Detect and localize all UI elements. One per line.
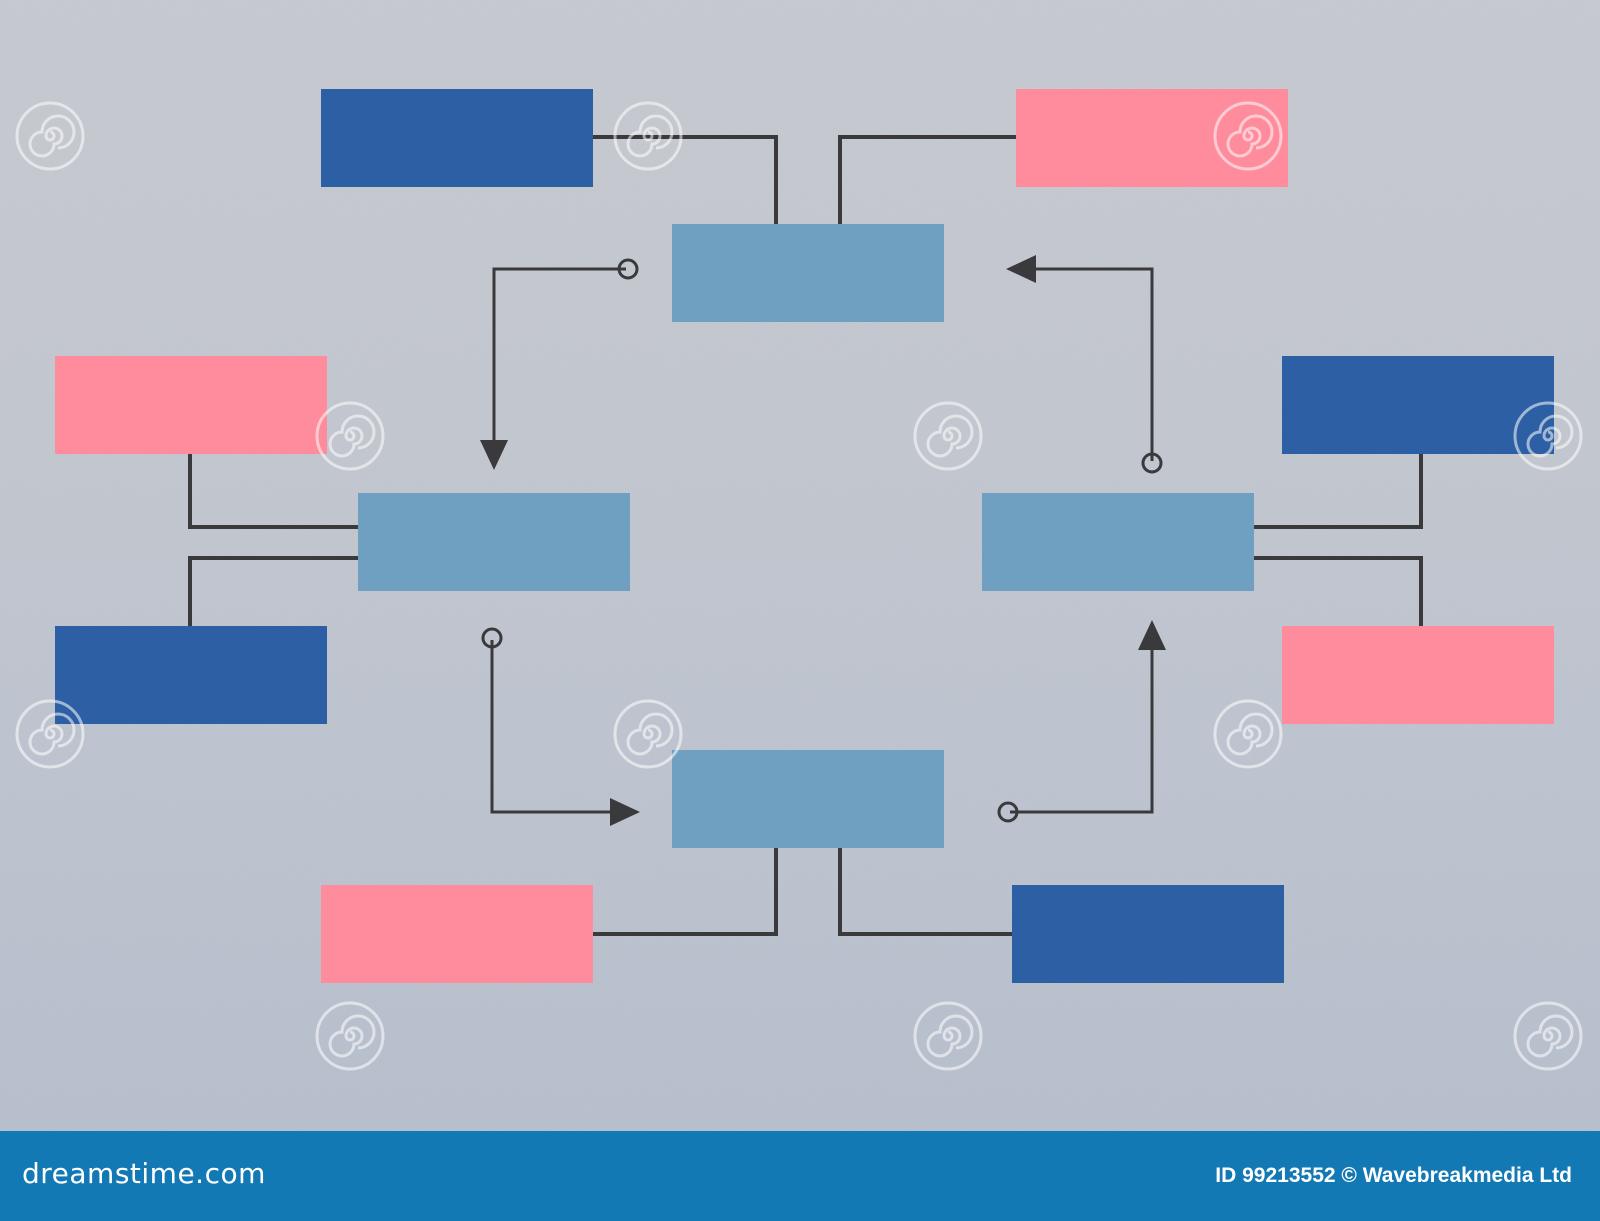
footer-logo[interactable]: dreamstime.com [22, 1157, 266, 1190]
leaf-node-top-pink [1016, 89, 1288, 187]
spiral-icon [14, 698, 86, 770]
spiral-icon [912, 400, 984, 472]
arrowhead-icon [1138, 620, 1166, 650]
connector-line [838, 135, 1016, 224]
leaf-node-right-dark [1282, 356, 1554, 454]
spiral-icon [612, 698, 684, 770]
footer-credit: ID 99213552 © Wavebreakmedia Ltd [1215, 1164, 1572, 1187]
leaf-node-top-dark [321, 89, 593, 187]
flow-arrow-line [1030, 267, 1154, 461]
spiral-icon [912, 1000, 984, 1072]
leaf-node-bottom-pink [321, 885, 593, 983]
center-node-left [358, 493, 630, 591]
spiral-icon [1512, 1000, 1584, 1072]
leaf-node-left-pink [55, 356, 327, 454]
connector-dot-icon [997, 801, 1019, 823]
spiral-icon [314, 400, 386, 472]
spiral-icon [612, 100, 684, 172]
connector-dot-icon [617, 258, 639, 280]
connector-line [188, 556, 358, 626]
arrowhead-icon [1006, 255, 1036, 283]
leaf-node-left-dark [55, 626, 327, 724]
flow-arrow-line [490, 640, 612, 814]
connector-line [838, 848, 1012, 936]
center-node-right [982, 493, 1254, 591]
leaf-node-bottom-dark [1012, 885, 1284, 983]
flowchart [55, 89, 1554, 983]
connector-line [1254, 556, 1423, 626]
diagram-canvas [0, 0, 1600, 1131]
spiral-icon [14, 100, 86, 172]
spiral-icon [1512, 400, 1584, 472]
center-node-top [672, 224, 944, 322]
connector-dot-icon [481, 627, 503, 649]
flow-arrow-line [1010, 648, 1154, 814]
connector-line [592, 848, 778, 936]
leaf-node-right-pink [1282, 626, 1554, 724]
flow-arrow-line [492, 267, 626, 444]
center-node-bottom [672, 750, 944, 848]
connector-dot-icon [1141, 452, 1163, 474]
concrete-texture [0, 0, 1600, 1131]
arrowhead-icon [480, 440, 508, 470]
arrowhead-icon [610, 798, 640, 826]
spiral-icon [1212, 100, 1284, 172]
connector-line [1254, 454, 1423, 529]
spiral-icon [1212, 698, 1284, 770]
connector-line [188, 454, 358, 529]
footer-bar: dreamstime.com ID 99213552 © Wavebreakme… [0, 1131, 1600, 1221]
spiral-icon [314, 1000, 386, 1072]
